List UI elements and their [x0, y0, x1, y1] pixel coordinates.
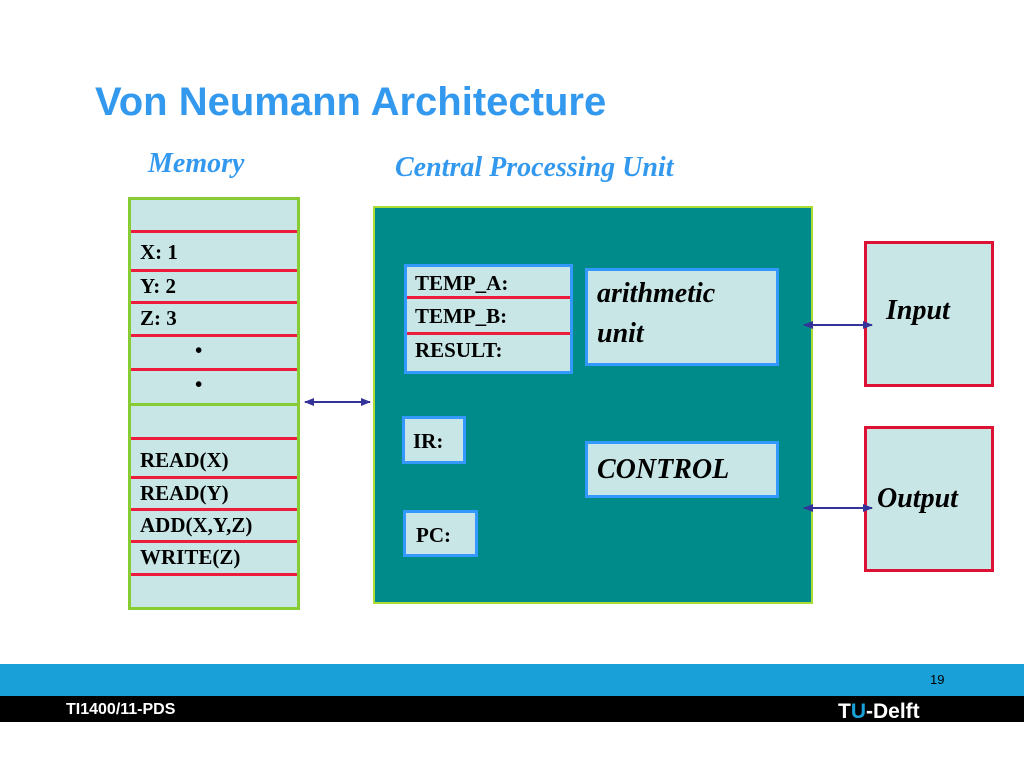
memory-program-block: READ(X) READ(Y) ADD(X,Y,Z) WRITE(Z) — [128, 403, 300, 610]
memory-separator — [131, 508, 297, 511]
memory-separator — [131, 368, 297, 371]
logo-rest: -Delft — [866, 700, 920, 723]
logo-u: U — [850, 700, 866, 723]
memory-separator — [131, 540, 297, 543]
memory-ellipsis-dot: • — [195, 338, 203, 362]
program-line-read-y: READ(Y) — [140, 481, 229, 505]
program-line-read-x: READ(X) — [140, 448, 229, 472]
register-result: RESULT: — [415, 338, 503, 362]
slide-title: Von Neumann Architecture — [95, 80, 607, 124]
footer-black-band — [0, 696, 1024, 722]
memory-heading: Memory — [148, 148, 245, 179]
page-number: 19 — [930, 672, 945, 687]
pc-register-box: PC: — [403, 510, 478, 557]
memory-cell-x: X: 1 — [140, 240, 178, 264]
course-code: TI1400/11-PDS — [66, 701, 176, 718]
control-label: CONTROL — [597, 454, 730, 485]
control-unit-box: CONTROL — [585, 441, 779, 498]
logo-t: T — [838, 700, 851, 723]
pc-label: PC: — [416, 523, 451, 547]
input-label: Input — [886, 295, 950, 326]
register-separator — [407, 296, 570, 299]
memory-separator — [131, 301, 297, 304]
output-device-box: Output — [864, 426, 994, 572]
memory-cell-z: Z: 3 — [140, 306, 177, 330]
arithmetic-unit-label: unit — [597, 318, 644, 349]
register-separator — [407, 332, 570, 335]
ir-register-box: IR: — [402, 416, 466, 464]
ir-label: IR: — [413, 429, 444, 453]
memory-ellipsis-dot: • — [195, 372, 203, 396]
arithmetic-unit-box: arithmetic unit — [585, 268, 779, 366]
memory-separator — [131, 437, 297, 440]
output-label: Output — [877, 483, 958, 514]
program-line-write-z: WRITE(Z) — [140, 545, 241, 569]
memory-separator — [131, 230, 297, 233]
program-line-add: ADD(X,Y,Z) — [140, 513, 253, 537]
temp-registers-box: TEMP_A: TEMP_B: RESULT: — [404, 264, 573, 374]
tu-delft-logo: TU-Delft — [838, 700, 920, 724]
cpu-heading: Central Processing Unit — [395, 152, 674, 183]
cpu-block: TEMP_A: TEMP_B: RESULT: arithmetic unit … — [373, 206, 813, 604]
register-temp-b: TEMP_B: — [415, 304, 508, 328]
input-device-box: Input — [864, 241, 994, 387]
arithmetic-unit-label: arithmetic — [597, 278, 716, 309]
memory-separator — [131, 573, 297, 576]
memory-data-block: X: 1 Y: 2 Z: 3 • • — [128, 197, 300, 409]
footer-blue-band — [0, 664, 1024, 696]
memory-separator — [131, 476, 297, 479]
register-temp-a: TEMP_A: — [415, 271, 509, 295]
memory-separator — [131, 334, 297, 337]
memory-cell-y: Y: 2 — [140, 274, 176, 298]
memory-separator — [131, 269, 297, 272]
